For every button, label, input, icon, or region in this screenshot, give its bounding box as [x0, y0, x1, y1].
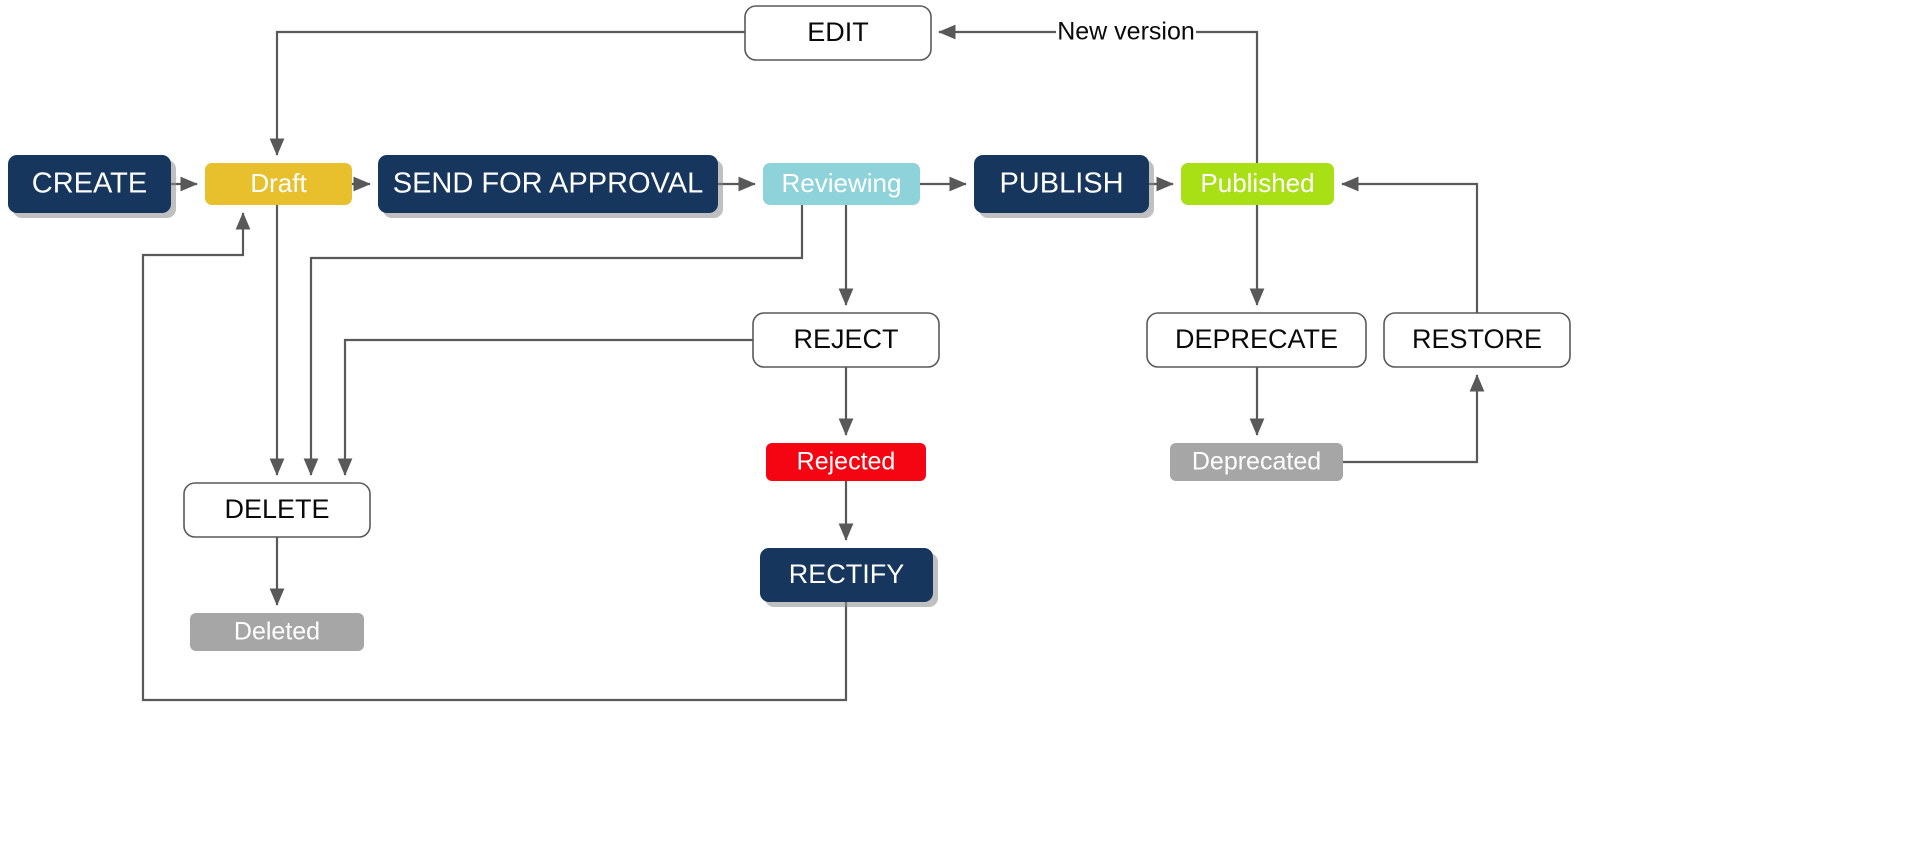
node-rectify[interactable]: RECTIFY — [760, 548, 938, 607]
node-rejected[interactable]: Rejected — [766, 443, 926, 481]
node-box[interactable] — [752, 312, 940, 368]
edge-line — [303, 205, 804, 476]
node-deprecate[interactable]: DEPRECATE — [1146, 312, 1367, 368]
node-deprecated[interactable]: Deprecated — [1170, 443, 1343, 481]
node-box[interactable] — [205, 163, 352, 205]
node-box[interactable] — [760, 548, 933, 602]
node-create[interactable]: CREATE — [8, 155, 176, 218]
edge-hitarea — [1343, 375, 1477, 462]
node-box[interactable] — [1146, 312, 1367, 368]
node-restore[interactable]: RESTORE — [1383, 312, 1571, 368]
node-published[interactable]: Published — [1181, 163, 1334, 205]
node-box[interactable] — [744, 5, 932, 61]
new-version-label-backdrop — [1056, 16, 1196, 48]
node-box[interactable] — [974, 155, 1149, 213]
node-box[interactable] — [378, 155, 718, 213]
node-box[interactable] — [183, 482, 371, 538]
node-box[interactable] — [1170, 443, 1343, 481]
edge-hitarea — [939, 32, 1257, 163]
edge-line — [938, 24, 1259, 163]
edge-deprecated-to-restore — [1343, 374, 1485, 464]
edge-line — [269, 30, 745, 156]
edge-line — [337, 338, 753, 476]
node-edit[interactable]: EDIT — [744, 5, 932, 61]
node-box[interactable] — [190, 613, 364, 651]
node-box[interactable] — [1181, 163, 1334, 205]
nodes-layer: CREATE Draft SEND FOR APPROVAL Reviewing PUB… — [8, 5, 1571, 651]
node-box[interactable] — [766, 443, 926, 481]
edge-hitarea — [345, 340, 753, 475]
edge-edit-to-draft — [269, 30, 745, 156]
node-delete[interactable]: DELETE — [183, 482, 371, 538]
node-deleted[interactable]: Deleted — [190, 613, 364, 651]
edge-published-to-new-version-edit — [938, 24, 1259, 163]
edge-reject-to-delete — [337, 338, 753, 476]
edge-line — [1343, 374, 1485, 464]
node-reject[interactable]: REJECT — [752, 312, 940, 368]
node-send_for_approval[interactable]: SEND FOR APPROVAL — [378, 155, 723, 218]
node-box[interactable] — [763, 163, 920, 205]
edge-line — [1341, 176, 1479, 313]
edges-layer — [141, 24, 1485, 702]
edge-hitarea — [1342, 184, 1477, 313]
edge-line — [141, 212, 848, 702]
edge-label-new-version: New version — [1057, 18, 1195, 46]
edge-labels-layer: New version — [1056, 16, 1196, 48]
edge-restore-to-published — [1341, 176, 1479, 313]
node-reviewing[interactable]: Reviewing — [763, 163, 920, 205]
node-draft[interactable]: Draft — [205, 163, 352, 205]
node-box[interactable] — [8, 155, 171, 213]
edge-rectify-to-draft — [141, 212, 848, 702]
node-publish[interactable]: PUBLISH — [974, 155, 1154, 218]
edge-hitarea — [277, 32, 745, 155]
edge-reviewing-to-delete — [303, 205, 804, 476]
node-box[interactable] — [1383, 312, 1571, 368]
